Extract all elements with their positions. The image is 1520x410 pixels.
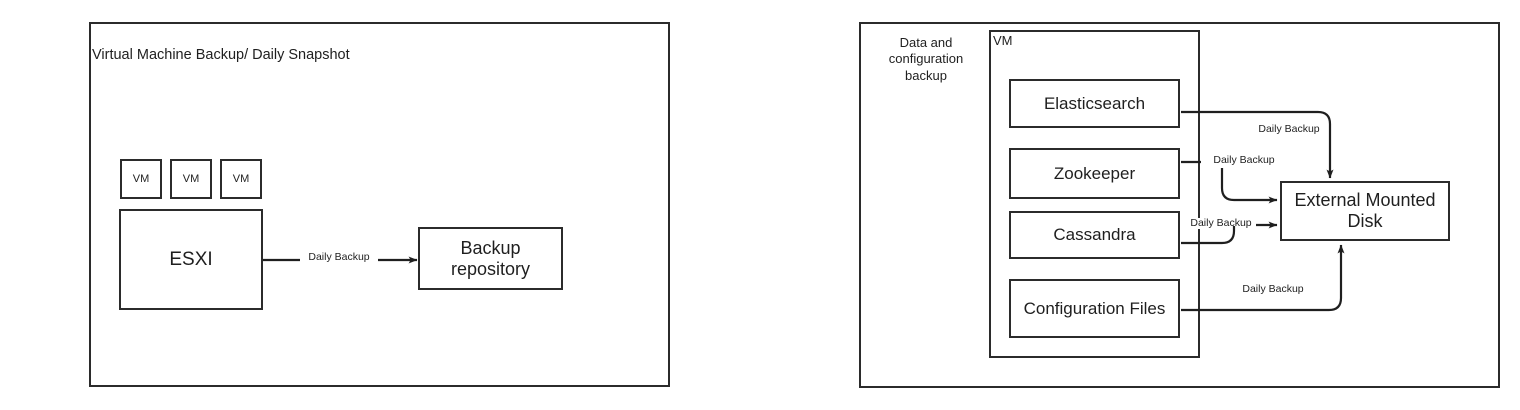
vm-box-3-label: VM bbox=[232, 172, 250, 185]
edge-label-zookeeper-to-disk: Daily Backup bbox=[1204, 155, 1284, 166]
elasticsearch-box[interactable]: Elasticsearch bbox=[1009, 79, 1180, 128]
external-mounted-disk-box[interactable]: External Mounted Disk bbox=[1280, 181, 1450, 241]
data-and-configuration-backup-label: Data and configuration backup bbox=[888, 35, 964, 83]
zookeeper-label: Zookeeper bbox=[1053, 163, 1136, 183]
vm-box-3[interactable]: VM bbox=[220, 159, 262, 199]
edge-label-configuration-files-to-disk: Daily Backup bbox=[1233, 284, 1313, 295]
backup-repository-box[interactable]: Backup repository bbox=[418, 227, 563, 290]
external-mounted-disk-label: External Mounted Disk bbox=[1294, 190, 1436, 231]
vm-box-1[interactable]: VM bbox=[120, 159, 162, 199]
vm-box-1-label: VM bbox=[132, 172, 150, 185]
esxi-host-box[interactable]: ESXI bbox=[119, 209, 263, 310]
cassandra-label: Cassandra bbox=[1053, 225, 1136, 245]
configuration-files-label: Configuration Files bbox=[1023, 298, 1166, 318]
zookeeper-box[interactable]: Zookeeper bbox=[1009, 148, 1180, 199]
vm-container-label: VM bbox=[993, 33, 1013, 48]
cassandra-box[interactable]: Cassandra bbox=[1009, 211, 1180, 259]
edge-label-cassandra-to-disk: Daily Backup bbox=[1181, 218, 1261, 229]
configuration-files-box[interactable]: Configuration Files bbox=[1009, 279, 1180, 338]
edge-label-elasticsearch-to-disk: Daily Backup bbox=[1249, 124, 1329, 135]
vm-box-2-label: VM bbox=[182, 172, 200, 185]
left-panel-virtual-machine-backup bbox=[89, 22, 670, 387]
backup-repository-label: Backup repository bbox=[450, 237, 531, 279]
edge-label-esxi-to-backup-repository: Daily Backup bbox=[302, 252, 376, 263]
esxi-host-label: ESXI bbox=[169, 248, 213, 270]
elasticsearch-label: Elasticsearch bbox=[1043, 93, 1146, 113]
left-panel-title: Virtual Machine Backup/ Daily Snapshot bbox=[92, 47, 350, 63]
vm-box-2[interactable]: VM bbox=[170, 159, 212, 199]
